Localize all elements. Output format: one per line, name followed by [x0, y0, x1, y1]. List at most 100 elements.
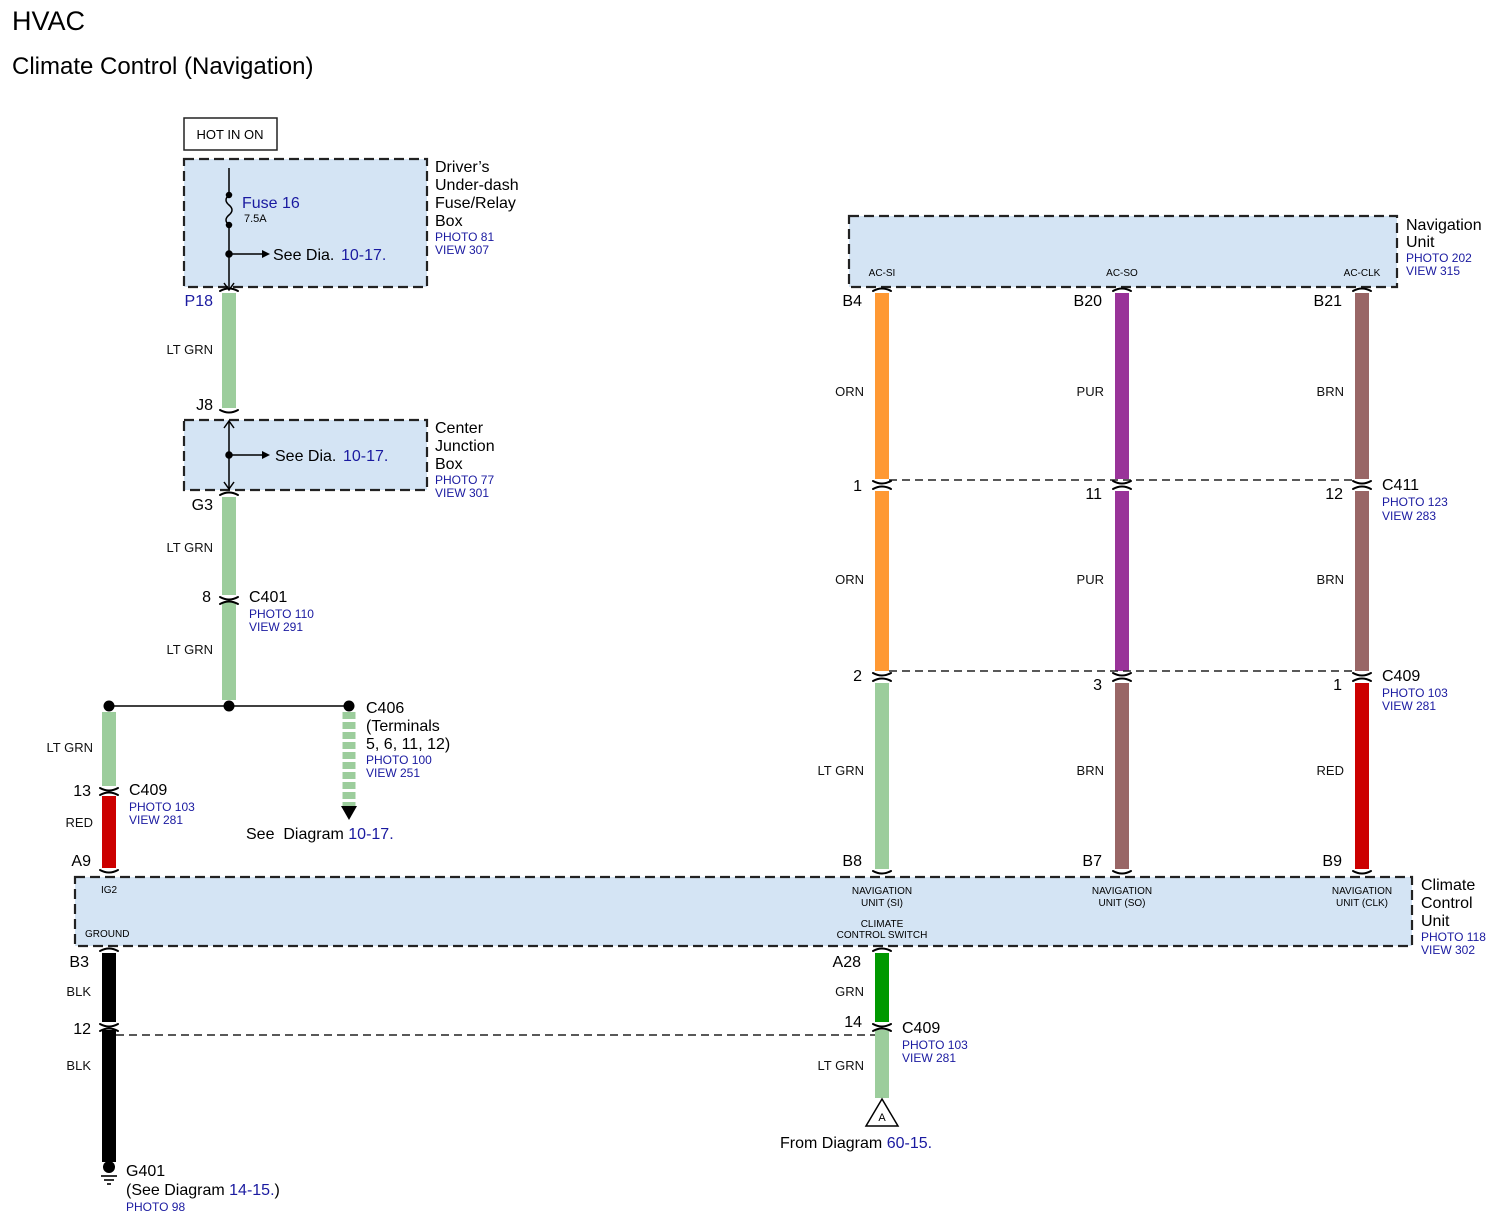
connector-c409-right-photo[interactable]: PHOTO 103	[1382, 686, 1448, 700]
nav-unit-photo-link[interactable]: PHOTO 202	[1406, 251, 1472, 265]
nav-pin-ac-si: AC-SI	[869, 268, 896, 279]
wire-label-left-branch: LT GRN	[47, 740, 93, 755]
connector-c406-name: C406	[366, 700, 404, 717]
page-title: HVAC	[12, 6, 85, 36]
ground-note-link[interactable]: 14-15.	[229, 1182, 274, 1199]
nav-pin-ac-so: AC-SO	[1106, 268, 1138, 279]
ground-photo-link[interactable]: PHOTO 98	[126, 1200, 185, 1214]
climate-unit-view-link[interactable]: VIEW 302	[1421, 943, 1475, 957]
terminal-b7: B7	[1082, 853, 1102, 870]
fuse-box-name-3: Fuse/Relay	[435, 195, 516, 212]
wire-label-gnd-lower: BLK	[66, 1058, 91, 1073]
climate-pin-ground: GROUND	[85, 929, 129, 940]
fuse-box-photo-link[interactable]: PHOTO 81	[435, 230, 494, 244]
fuse-box-see-label: See Dia.	[273, 247, 334, 264]
climate-pin-si-2: UNIT (SI)	[861, 898, 903, 909]
nav-unit-name-2: Unit	[1406, 234, 1435, 251]
climate-pin-so-2: UNIT (SO)	[1098, 898, 1145, 909]
connector-c406-view[interactable]: VIEW 251	[366, 766, 420, 780]
terminal-c411-12: 12	[1325, 486, 1343, 503]
hot-in-on-label: HOT IN ON	[183, 117, 278, 151]
connector-c411-name: C411	[1382, 477, 1419, 494]
connector-c401-photo[interactable]: PHOTO 110	[249, 607, 314, 621]
fuse-box-name-2: Under-dash	[435, 177, 519, 194]
center-junction-box	[182, 418, 429, 492]
terminal-c411-1: 1	[853, 478, 862, 495]
terminal-b20: B20	[1074, 293, 1103, 310]
climate-pin-so-1: NAVIGATION	[1092, 886, 1152, 897]
terminal-b9: B9	[1322, 853, 1342, 870]
terminal-g3: G3	[192, 497, 213, 514]
connector-c406-line-2: 5, 6, 11, 12)	[366, 736, 450, 753]
center-box-name-1: Center	[435, 420, 484, 437]
terminal-c409-14: 14	[844, 1014, 862, 1031]
terminal-b4: B4	[842, 293, 862, 310]
fuse-box-see-link[interactable]: 10-17.	[341, 247, 386, 264]
terminal-j8: J8	[196, 397, 213, 414]
connector-c411-view[interactable]: VIEW 283	[1382, 509, 1436, 523]
center-box-see-label: See Dia.	[275, 448, 336, 465]
connector-c409-left-view[interactable]: VIEW 281	[129, 813, 183, 827]
terminal-c401-8: 8	[202, 589, 211, 606]
fuse-rating: 7.5A	[244, 213, 267, 225]
connector-c409-left-photo[interactable]: PHOTO 103	[129, 800, 195, 814]
center-box-see-link[interactable]: 10-17.	[343, 448, 388, 465]
ground-g401-name: G401	[126, 1163, 165, 1180]
connector-c409-bottom-photo[interactable]: PHOTO 103	[902, 1038, 968, 1052]
center-box-name-2: Junction	[435, 438, 495, 455]
connector-c406-photo[interactable]: PHOTO 100	[366, 753, 432, 767]
climate-unit-name-3: Unit	[1421, 913, 1450, 930]
climate-unit-photo-link[interactable]: PHOTO 118	[1421, 930, 1486, 944]
connector-c409-bottom-name: C409	[902, 1020, 940, 1037]
center-box-view-link[interactable]: VIEW 301	[435, 486, 489, 500]
connector-c401-view[interactable]: VIEW 291	[249, 620, 303, 634]
wires	[102, 293, 1369, 1162]
wire-label-c401-splice: LT GRN	[167, 642, 213, 657]
connector-c409-bottom-view[interactable]: VIEW 281	[902, 1051, 956, 1065]
fuse-relay-box	[182, 157, 429, 289]
ground-note: (See Diagram 14-15.)	[126, 1182, 280, 1199]
from-diagram-marker-icon: A	[864, 1097, 900, 1127]
svg-text:HOT IN ON: HOT IN ON	[197, 127, 264, 142]
connector-c409-right-view[interactable]: VIEW 281	[1382, 699, 1436, 713]
climate-pin-clk-2: UNIT (CLK)	[1336, 898, 1388, 909]
fuse-box-name-1: Driver’s	[435, 159, 490, 176]
wire-label-clk-1: BRN	[1317, 384, 1344, 399]
wire-label-so-1: PUR	[1077, 384, 1104, 399]
terminal-c411-11: 11	[1085, 486, 1102, 503]
wire-label-sw-upper: GRN	[835, 984, 864, 999]
ground-icon	[101, 1161, 117, 1185]
connector-c411-photo[interactable]: PHOTO 123	[1382, 495, 1448, 509]
navigation-unit	[847, 214, 1399, 289]
wire-label-p18-j8: LT GRN	[167, 342, 213, 357]
wire-label-clk-2: BRN	[1317, 572, 1344, 587]
climate-pin-si-1: NAVIGATION	[852, 886, 912, 897]
wire-label-gnd-upper: BLK	[66, 984, 91, 999]
terminal-b21: B21	[1314, 293, 1343, 310]
from-diagram-link[interactable]: 60-15.	[887, 1135, 932, 1152]
terminal-p18: P18	[185, 293, 214, 310]
wire-label-so-3: BRN	[1077, 763, 1104, 778]
climate-pin-clk-1: NAVIGATION	[1332, 886, 1392, 897]
wire-label-si-3: LT GRN	[818, 763, 864, 778]
terminal-b8: B8	[842, 853, 862, 870]
climate-pin-switch-1: CLIMATE	[861, 919, 904, 930]
fuse-box-view-link[interactable]: VIEW 307	[435, 243, 489, 257]
wire-label-so-2: PUR	[1077, 572, 1104, 587]
nav-unit-view-link[interactable]: VIEW 315	[1406, 264, 1460, 278]
wire-label-si-2: ORN	[835, 572, 864, 587]
see-diagram-reference: See Diagram 10-17.	[246, 826, 394, 843]
center-box-photo-link[interactable]: PHOTO 77	[435, 473, 494, 487]
svg-text:A: A	[878, 1112, 886, 1124]
climate-pin-ig2: IG2	[101, 885, 118, 896]
terminal-c409-12: 12	[73, 1021, 91, 1038]
terminal-c409-13: 13	[73, 783, 91, 800]
see-diagram-link[interactable]: 10-17.	[348, 826, 393, 843]
nav-pin-ac-clk: AC-CLK	[1344, 268, 1381, 279]
connector-c406-line-1: (Terminals	[366, 718, 440, 735]
connector-c409-right-name: C409	[1382, 668, 1420, 685]
wire-label-g3-c401: LT GRN	[167, 540, 213, 555]
connector-caps	[99, 287, 1372, 1032]
terminal-c409-3: 3	[1093, 677, 1102, 694]
connector-c409-left-name: C409	[129, 782, 167, 799]
